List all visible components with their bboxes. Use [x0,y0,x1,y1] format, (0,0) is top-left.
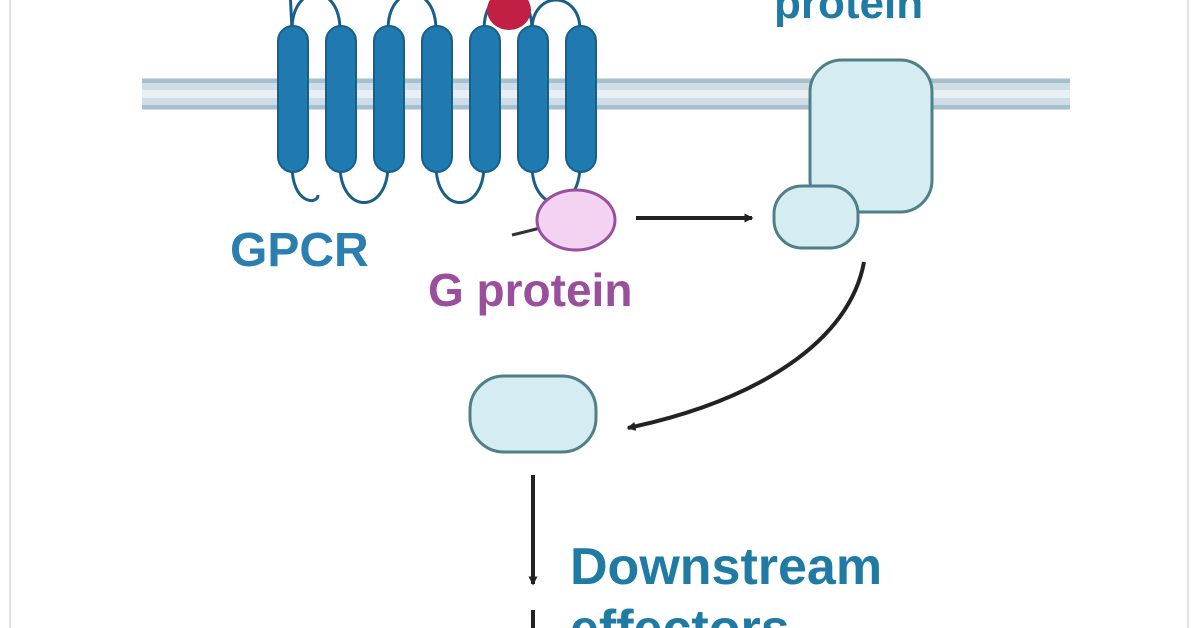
curved-arrow-icon [626,261,866,431]
image-frame [9,0,1189,628]
gpcr-receptor-icon [277,0,597,204]
g-protein-icon [511,188,617,252]
g-protein-label: G protein [428,264,632,316]
downstream-label-line1: Downstream [570,538,882,596]
gpcr-label: GPCR [230,224,369,277]
second-messenger-icon [468,374,598,454]
ligand-icon [487,0,531,30]
top-right-label: protein [774,0,923,28]
downstream-label-line2: effectors [570,600,790,628]
effector-protein-icon [772,58,934,250]
